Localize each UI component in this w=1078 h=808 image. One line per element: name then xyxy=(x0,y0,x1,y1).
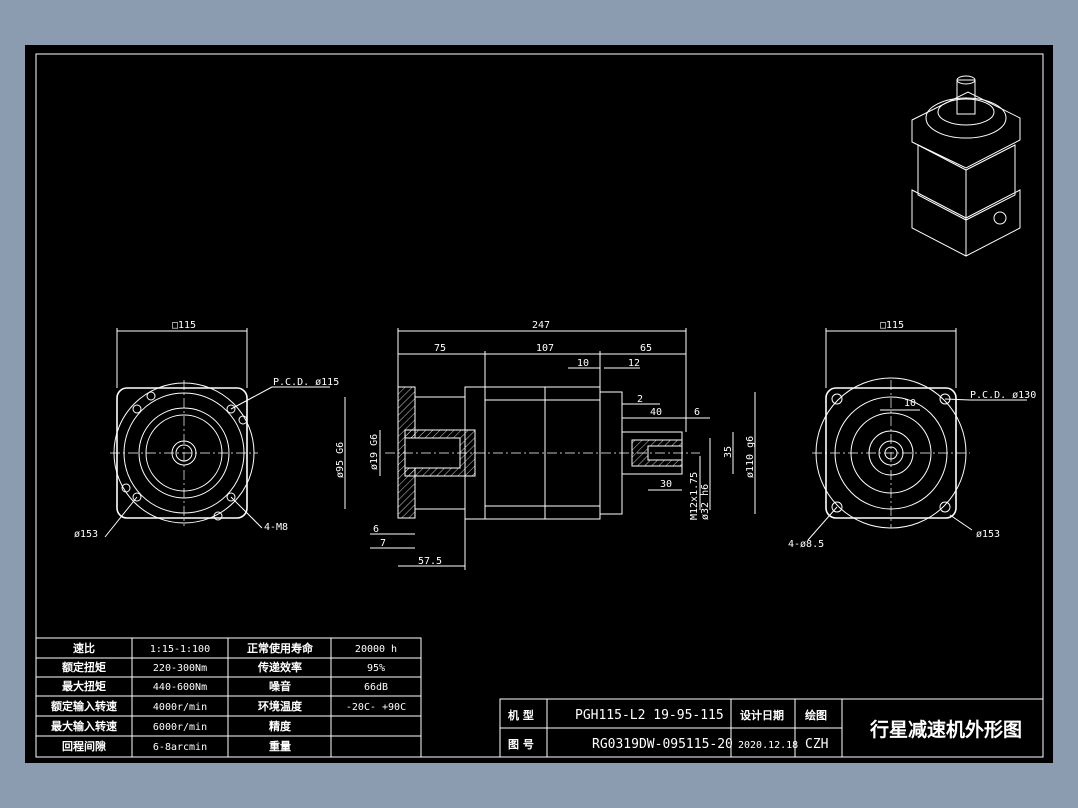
spec-label: 传递效率 xyxy=(257,660,302,674)
left-pcd-dim: P.C.D. ø115 xyxy=(273,377,339,388)
model-label: 机 型 xyxy=(508,708,534,722)
spec-value: 4000r/min xyxy=(153,702,207,713)
spec-value: 20000 h xyxy=(355,644,397,655)
phi95-dim: ø95 G6 xyxy=(335,442,346,478)
design-date-value: 2020.12.18 xyxy=(738,740,798,751)
key-width-dim: 10 xyxy=(904,398,916,409)
spec-value: 220-300Nm xyxy=(153,663,207,674)
spec-label: 回程间隙 xyxy=(62,739,106,753)
input-flange-view xyxy=(104,328,330,538)
dim-6-right: 6 xyxy=(694,407,700,418)
dim-35: 35 xyxy=(723,446,734,458)
spec-label: 最大输入转速 xyxy=(51,719,117,733)
left-diameter-dim: ø153 xyxy=(74,529,98,540)
dim-10: 10 xyxy=(577,358,589,369)
spec-label: 最大扭矩 xyxy=(62,679,106,693)
title-block xyxy=(499,698,1044,758)
dim-65: 65 xyxy=(640,343,652,354)
drawn-value: CZH xyxy=(805,737,828,752)
drawing-title: 行星减速机外形图 xyxy=(869,718,1022,741)
design-date-label: 设计日期 xyxy=(740,708,784,722)
phi110-dim: ø110 g6 xyxy=(745,436,756,478)
spec-value: -20C- +90C xyxy=(346,702,406,713)
dim-30: 30 xyxy=(660,479,672,490)
model-value: PGH115-L2 19-95-115 xyxy=(575,708,724,723)
spec-table xyxy=(35,637,422,758)
dim-57-5: 57.5 xyxy=(418,556,442,567)
output-flange-view xyxy=(807,328,1027,541)
drawing-no-label: 图 号 xyxy=(508,738,534,751)
spec-value: 95% xyxy=(367,663,385,674)
spec-label: 噪音 xyxy=(269,679,291,693)
spec-value: 1:15-1:100 xyxy=(150,644,210,655)
left-holes-dim: 4-M8 xyxy=(264,522,288,533)
spec-label: 额定输入转速 xyxy=(51,699,117,713)
isometric-view xyxy=(911,75,1021,257)
dim-12: 12 xyxy=(628,358,640,369)
spec-value: 66dB xyxy=(364,682,388,693)
phi19-dim: ø19 G6 xyxy=(369,434,380,470)
drawing-sheet: □115 P.C.D. ø115 ø153 4-M8 247 75 107 65… xyxy=(25,45,1053,763)
drawn-label: 绘图 xyxy=(805,708,827,722)
phi32-dim: ø32 h6 xyxy=(700,484,711,520)
thread-dim: M12x1.75 xyxy=(689,472,700,520)
spec-value: 440-600Nm xyxy=(153,682,207,693)
side-section-view xyxy=(344,328,756,570)
dim-75: 75 xyxy=(434,343,446,354)
right-holes-dim: 4-ø8.5 xyxy=(788,539,824,550)
drawing-no-value: RG0319DW-095115-20 xyxy=(592,737,733,752)
spec-value: 6000r/min xyxy=(153,722,207,733)
dim-40: 40 xyxy=(650,407,662,418)
dim-7: 7 xyxy=(380,538,386,549)
spec-value: 6-8arcmin xyxy=(153,742,207,753)
spec-label: 精度 xyxy=(269,719,292,733)
spec-label: 重量 xyxy=(269,739,291,753)
right-square-dim: □115 xyxy=(880,320,904,331)
spec-label: 环境温度 xyxy=(258,699,303,713)
dim-6: 6 xyxy=(373,524,379,535)
dim-107: 107 xyxy=(536,343,554,354)
spec-label: 额定扭矩 xyxy=(62,660,106,674)
overall-length-dim: 247 xyxy=(532,320,550,331)
right-pcd-dim: P.C.D. ø130 xyxy=(970,390,1036,401)
cad-drawing: □115 P.C.D. ø115 ø153 4-M8 247 75 107 65… xyxy=(35,53,1044,758)
spec-label: 正常使用寿命 xyxy=(247,641,314,655)
right-diameter-dim: ø153 xyxy=(976,529,1000,540)
spec-label: 速比 xyxy=(73,641,95,655)
dim-2: 2 xyxy=(637,394,643,405)
left-square-dim: □115 xyxy=(172,320,196,331)
